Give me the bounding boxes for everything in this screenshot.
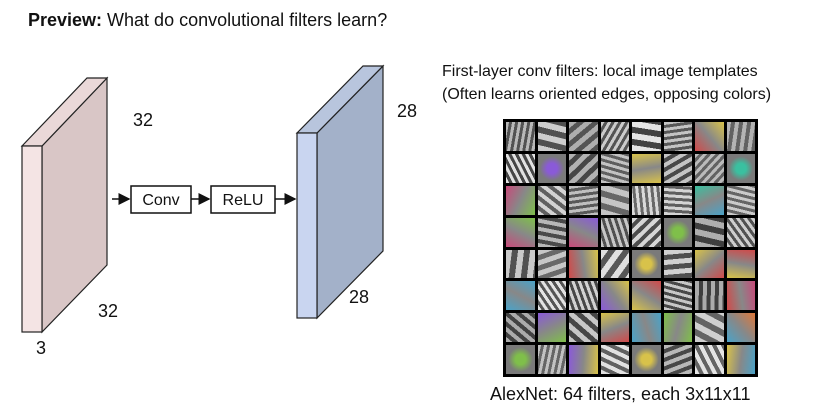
filter-tile [726, 153, 755, 183]
filters-bottom-caption: AlexNet: 64 filters, each 3x11x11 [490, 384, 751, 404]
filter-tile [726, 217, 755, 247]
filter-tile [726, 122, 755, 151]
filter-grid-image [503, 119, 758, 377]
filter-tile [537, 153, 566, 183]
filter-tile [726, 249, 755, 279]
filter-tile [663, 345, 692, 374]
filter-tile [663, 122, 692, 151]
page-title: Preview: What do convolutional filters l… [28, 10, 387, 31]
filter-tile [600, 153, 629, 183]
filter-tile [506, 122, 535, 151]
filter-tile [506, 345, 535, 374]
filter-tile [569, 217, 598, 247]
output-volume-face [296, 132, 318, 319]
filter-tile [632, 313, 661, 343]
filter-tile [537, 281, 566, 311]
input-volume-face [21, 145, 43, 333]
filter-tile [632, 153, 661, 183]
filter-tile [537, 313, 566, 343]
filter-tile [726, 185, 755, 215]
filter-tile [695, 313, 724, 343]
filter-tile [537, 122, 566, 151]
filter-tile [506, 281, 535, 311]
filter-tile [600, 345, 629, 374]
output-width-label: 28 [349, 287, 369, 307]
filter-tile [632, 122, 661, 151]
filter-tile [726, 281, 755, 311]
output-height-label: 28 [397, 101, 417, 121]
filter-tile [695, 281, 724, 311]
filter-tile [726, 313, 755, 343]
filter-tile [569, 122, 598, 151]
filter-tile [663, 313, 692, 343]
filter-tile [569, 249, 598, 279]
filter-tile [600, 249, 629, 279]
filter-tile [695, 345, 724, 374]
filter-tile [569, 153, 598, 183]
input-depth-label: 3 [36, 338, 46, 358]
filter-tile [663, 185, 692, 215]
filter-tile [632, 345, 661, 374]
filter-tile [506, 217, 535, 247]
filter-tile [632, 249, 661, 279]
filter-tile [569, 281, 598, 311]
filter-tile [537, 217, 566, 247]
filter-tile [506, 185, 535, 215]
filter-tile [663, 153, 692, 183]
filter-tile [537, 185, 566, 215]
conv-label: Conv [142, 192, 179, 209]
filter-tile [695, 153, 724, 183]
filters-caption-line2: (Often learns oriented edges, opposing c… [442, 86, 772, 103]
filter-tile [600, 217, 629, 247]
filter-tile [506, 153, 535, 183]
conv-diagram: 32 32 3 Conv ReLU 28 28 [20, 64, 417, 358]
filter-tile [695, 122, 724, 151]
title-bold: Preview: [28, 10, 103, 30]
input-width-label: 32 [98, 301, 118, 321]
filter-tile [632, 185, 661, 215]
title-rest: What do convolutional filters learn? [102, 10, 388, 30]
filter-tile [569, 313, 598, 343]
relu-label: ReLU [223, 192, 264, 209]
filter-tile [600, 281, 629, 311]
filter-tile [695, 185, 724, 215]
input-height-label: 32 [133, 110, 153, 130]
filter-tile [537, 249, 566, 279]
filter-tile [726, 345, 755, 374]
filter-tile [537, 345, 566, 374]
filter-tile [695, 249, 724, 279]
filter-tile [663, 217, 692, 247]
filter-tile [695, 217, 724, 247]
filter-tile [663, 281, 692, 311]
filter-tile [569, 345, 598, 374]
filter-tile [506, 313, 535, 343]
filter-tile [632, 281, 661, 311]
filter-tile [600, 185, 629, 215]
filter-tile [569, 185, 598, 215]
filter-tile [663, 249, 692, 279]
filters-caption-line1: First-layer conv filters: local image te… [442, 63, 758, 80]
relu-box [210, 185, 276, 214]
filter-tile [600, 313, 629, 343]
filter-tile [632, 217, 661, 247]
filter-tile [600, 122, 629, 151]
filter-tile [506, 249, 535, 279]
